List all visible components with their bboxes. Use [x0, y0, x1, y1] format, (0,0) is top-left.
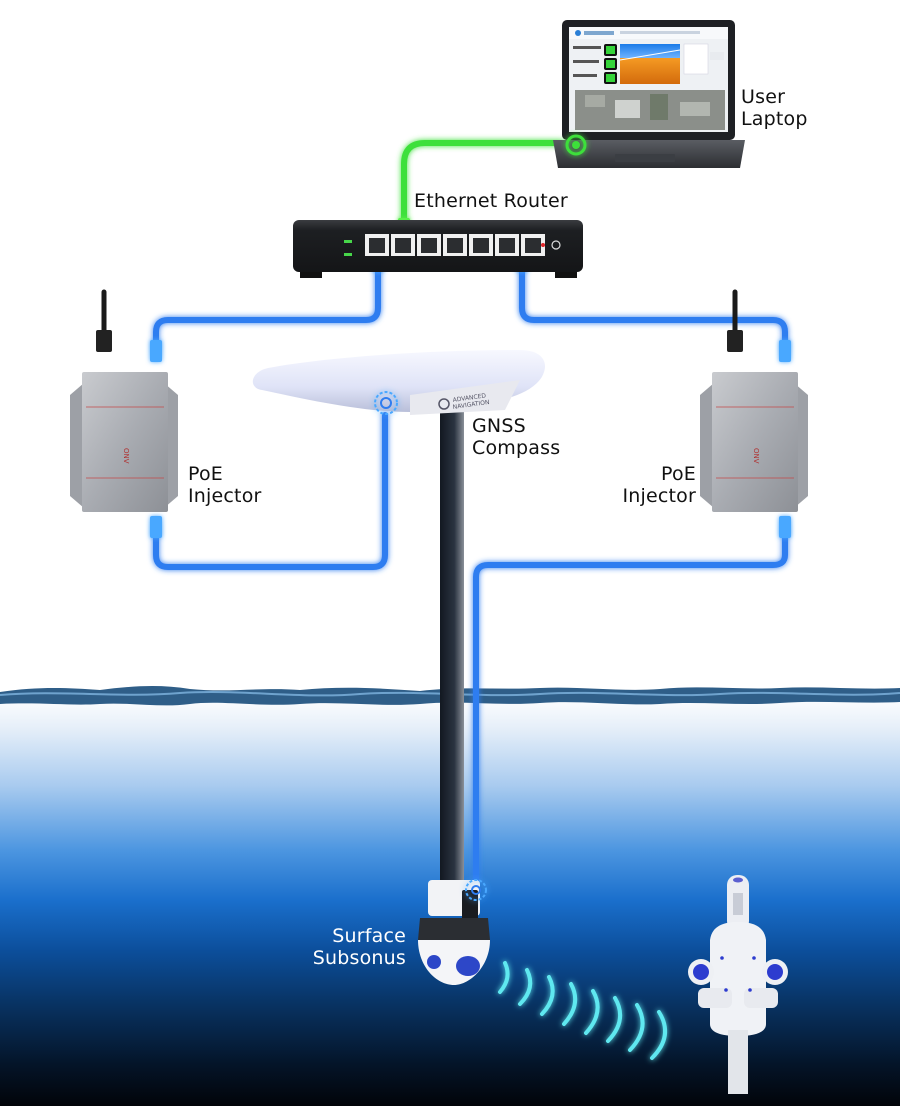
poe-injector-left-device: ONV: [70, 372, 178, 512]
label-user-laptop-line2: Laptop: [741, 108, 808, 130]
label-poe-injector-right: PoE Injector: [600, 463, 696, 507]
label-gnss-compass: GNSS Compass: [472, 415, 560, 459]
label-ethernet-router: Ethernet Router: [414, 190, 568, 212]
surface-subsonus-device: [418, 879, 490, 985]
label-poe-right-line1: PoE: [660, 463, 696, 485]
poe-injector-right-device: ONV: [700, 372, 808, 512]
svg-text:ADVANCED: ADVANCED: [452, 392, 487, 404]
svg-text:ONV: ONV: [122, 448, 130, 464]
label-gnss-line2: Compass: [472, 437, 561, 459]
label-poe-right-line2: Injector: [622, 485, 696, 507]
underwater-vehicle-device: [688, 875, 788, 1094]
cable-poe-left-gnss: [153, 412, 388, 570]
label-surface-subsonus: Surface Subsonus: [300, 925, 406, 969]
label-poe-left-line2: Injector: [188, 485, 262, 507]
gnss-compass-device: ADVANCED NAVIGATION: [252, 350, 545, 415]
svg-text:ONV: ONV: [752, 448, 760, 464]
cable-poe-right-subsonus: [473, 522, 788, 883]
laptop-device: [553, 20, 745, 168]
label-poe-left-line1: PoE: [188, 463, 224, 485]
label-subsonus-line1: Surface: [332, 925, 406, 947]
mounting-pole: [440, 395, 464, 900]
label-poe-injector-left: PoE Injector: [188, 463, 262, 507]
label-user-laptop: User Laptop: [741, 86, 808, 130]
cable-router-poe-right: [519, 259, 788, 355]
acoustic-signal-waves: [498, 961, 668, 1060]
cable-laptop-router: [401, 140, 565, 228]
label-ethernet-router-text: Ethernet Router: [414, 190, 568, 212]
ethernet-router-device: [293, 220, 583, 278]
label-subsonus-line2: Subsonus: [312, 947, 406, 969]
label-gnss-line1: GNSS: [472, 415, 526, 437]
cable-router-poe-left: [153, 259, 381, 355]
label-user-laptop-line1: User: [741, 86, 786, 108]
